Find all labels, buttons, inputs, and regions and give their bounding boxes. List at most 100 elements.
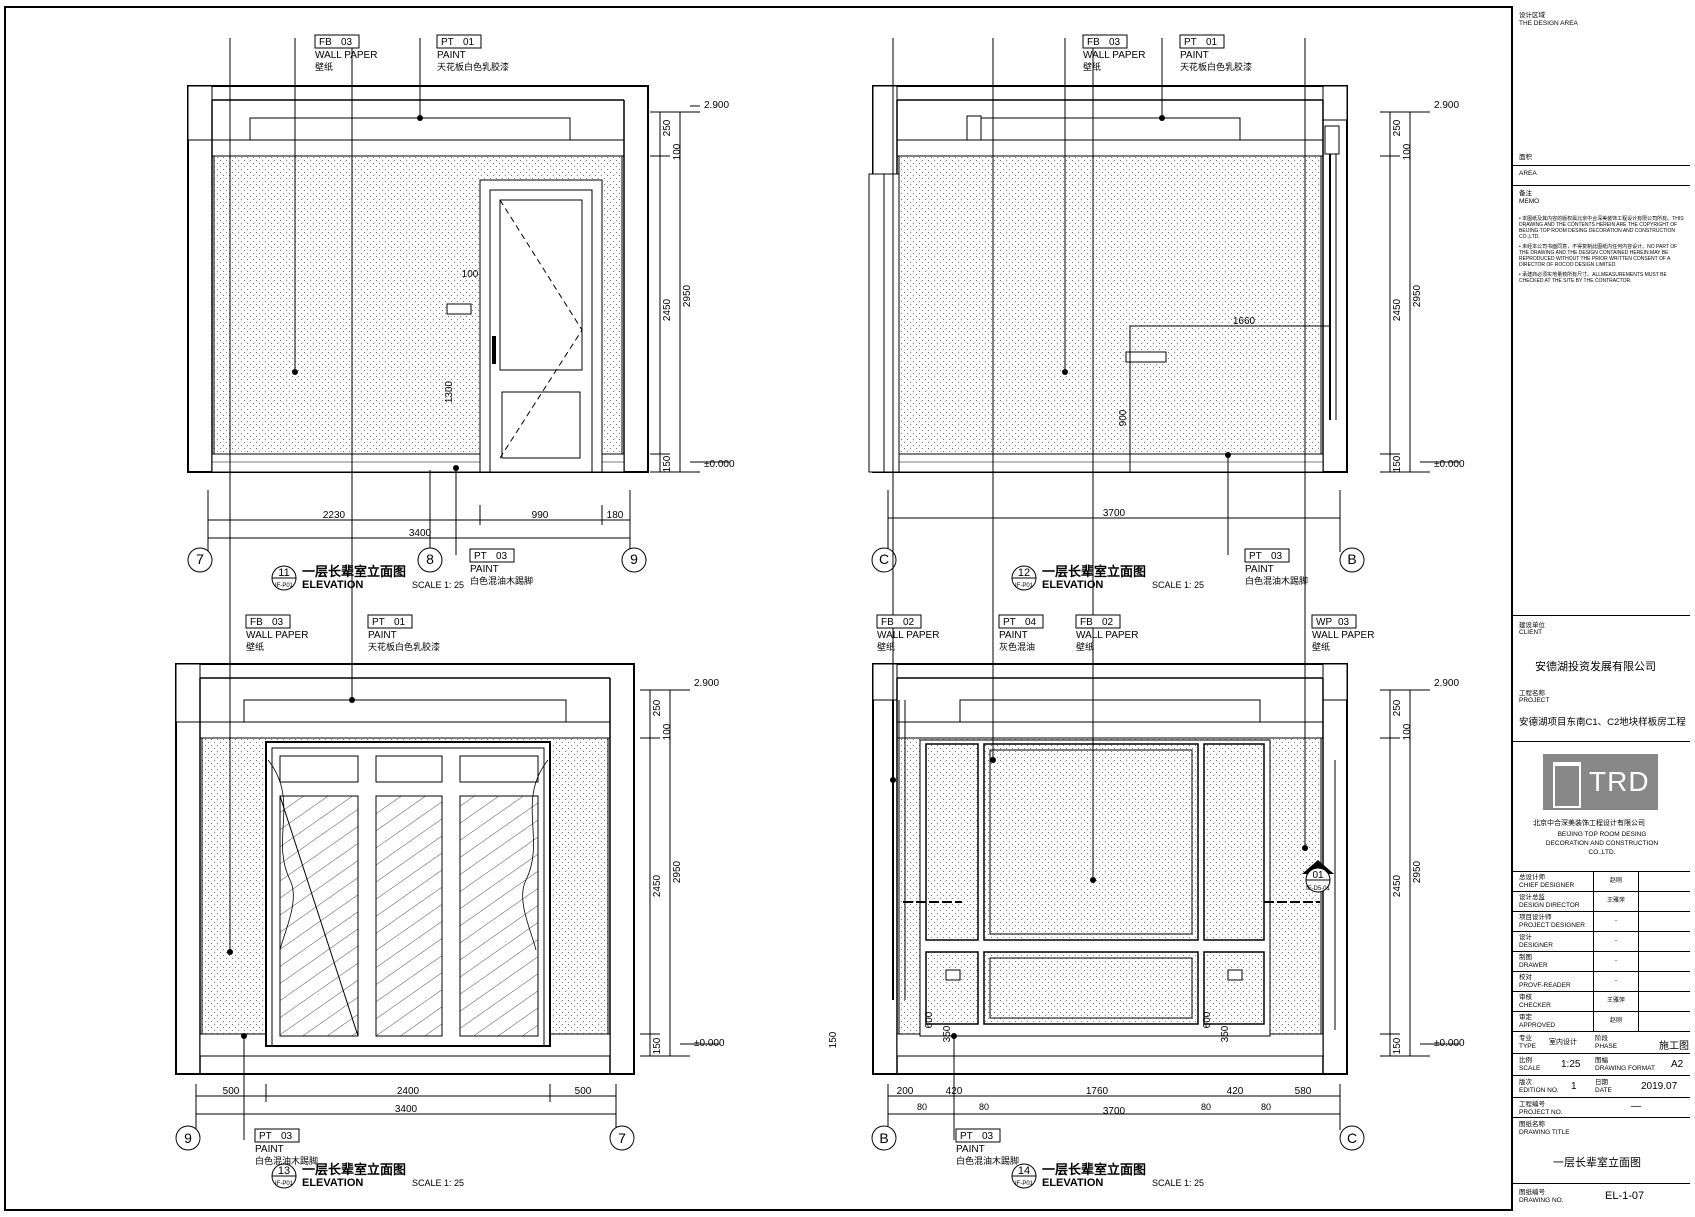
material-tag-number: 03 bbox=[281, 1131, 293, 1142]
dimension-label: 2400 bbox=[397, 1086, 420, 1097]
material-tag-box bbox=[314, 34, 360, 49]
grid-axis-label: 9 bbox=[630, 551, 638, 567]
grid-axis-label: 8 bbox=[426, 551, 434, 567]
view-scale: SCALE 1: 25 bbox=[1152, 580, 1204, 590]
grid-axis-label: B bbox=[1347, 551, 1356, 567]
dimension-label: 500 bbox=[575, 1086, 592, 1097]
material-tag-number: 01 bbox=[1206, 37, 1218, 48]
grid-axis-label: 7 bbox=[618, 1130, 626, 1146]
view-title: 一层长辈室立面图 bbox=[302, 564, 406, 579]
memo-label-en: MEMO bbox=[1519, 198, 1540, 205]
detail-callout-ref: IF-D5-01 bbox=[1306, 886, 1330, 892]
role-label: 总设计师 bbox=[1519, 874, 1545, 881]
view-number: 13 bbox=[278, 1165, 290, 1177]
view-title-en: ELEVATION bbox=[302, 1177, 363, 1189]
edition-label-en: EDITION NO. bbox=[1519, 1087, 1559, 1094]
material-tag-box bbox=[1179, 34, 1225, 49]
edition-date-row: 版次 EDITION NO. 1 日期 DATE 2019.07 bbox=[1513, 1076, 1690, 1098]
dimension-label: 200 bbox=[897, 1086, 914, 1097]
role-signature: - bbox=[1593, 972, 1639, 991]
dimension-label: 500 bbox=[223, 1086, 240, 1097]
role-signature: - bbox=[1593, 932, 1639, 951]
view-title-en: ELEVATION bbox=[1042, 579, 1103, 591]
format-label-en: DRAWING FORMAT bbox=[1595, 1065, 1655, 1072]
material-tag-desc: 天花板白色乳胶漆 bbox=[437, 61, 509, 72]
grid-axis-label: 9 bbox=[184, 1130, 192, 1146]
dimension-label: 1760 bbox=[1086, 1086, 1109, 1097]
material-tag-desc: 白色混油木踢脚 bbox=[255, 1155, 318, 1166]
level-mark: 2.900 bbox=[1434, 100, 1459, 111]
grid-axis-label: B bbox=[879, 1130, 888, 1146]
dimension-label: 900 bbox=[1118, 409, 1129, 426]
trd-logo: TRD bbox=[1543, 754, 1658, 810]
company-name-cn: 北京中合深美装饰工程设计有限公司 bbox=[1533, 820, 1645, 827]
dimension-label: 100 bbox=[462, 269, 479, 280]
dimension-label: 580 bbox=[1295, 1086, 1312, 1097]
material-tag-code: FB bbox=[881, 617, 894, 628]
material-tag-code: FB bbox=[1080, 617, 1093, 628]
drawing-no-value: EL-1-07 bbox=[1605, 1190, 1645, 1202]
material-tag-box bbox=[436, 34, 482, 49]
dimension-label: 2450 bbox=[652, 874, 663, 897]
material-tag-code: PT bbox=[1184, 37, 1197, 48]
view-reference: IF-P01 bbox=[275, 583, 294, 589]
material-tag-name: PAINT bbox=[1245, 564, 1274, 575]
scale-label-en: SCALE bbox=[1519, 1065, 1541, 1072]
role-label-en: CHECKER bbox=[1519, 1002, 1551, 1009]
elevation-11 bbox=[187, 38, 730, 573]
view-reference: IF-P01 bbox=[275, 1181, 294, 1187]
material-tag-box bbox=[1311, 614, 1357, 629]
material-tag-box bbox=[254, 1128, 300, 1143]
material-tag-number: 03 bbox=[1109, 37, 1121, 48]
view-title: 一层长辈室立面图 bbox=[1042, 564, 1146, 579]
dimension-label: 150 bbox=[1392, 455, 1403, 472]
material-tag-number: 01 bbox=[463, 37, 475, 48]
material-tag-number: 03 bbox=[1271, 551, 1283, 562]
dimension-label: 250 bbox=[662, 119, 673, 136]
material-tag-desc: 壁纸 bbox=[315, 61, 333, 72]
dimension-label: 1660 bbox=[1233, 316, 1256, 327]
dimension-label: 150 bbox=[1392, 1037, 1403, 1054]
project-no-label: 工程编号 bbox=[1519, 1101, 1545, 1108]
project-label: 工程名称 bbox=[1519, 690, 1545, 697]
material-tag-code: PT bbox=[259, 1131, 272, 1142]
material-tag-code: PT bbox=[960, 1131, 973, 1142]
material-tag-box bbox=[1075, 614, 1121, 629]
memo-notes: • 本图纸及其内容的版权属北京中合深美装饰工程设计有限公司所有。THIS DRA… bbox=[1519, 216, 1687, 288]
role-label-en: DRAWER bbox=[1519, 962, 1548, 969]
view-number: 14 bbox=[1018, 1165, 1030, 1177]
material-tag-name: PAINT bbox=[1180, 50, 1209, 61]
material-tag-code: FB bbox=[319, 37, 332, 48]
memo-line: • 本图纸及其内容的版权属北京中合深美装饰工程设计有限公司所有。THIS DRA… bbox=[1519, 216, 1684, 240]
drawing-title-value: 一层长辈室立面图 bbox=[1553, 1157, 1641, 1169]
level-mark: 2.900 bbox=[694, 678, 719, 689]
role-signature: 王雅萍 bbox=[1593, 892, 1639, 911]
scale-format-row: 比例 SCALE 1:25 图幅 DRAWING FORMAT A2 bbox=[1513, 1054, 1690, 1076]
type-label: 专业 bbox=[1519, 1035, 1532, 1042]
dimension-label: 80 bbox=[979, 1102, 989, 1112]
material-tag-name: PAINT bbox=[437, 50, 466, 61]
material-tag-name: WALL PAPER bbox=[246, 630, 308, 641]
logo-text: TRD bbox=[1589, 766, 1650, 797]
material-tag-desc: 壁纸 bbox=[1083, 61, 1101, 72]
drawing-title-label-en: DRAWING TITLE bbox=[1519, 1129, 1570, 1136]
material-tag-code: FB bbox=[250, 617, 263, 628]
role-label-en: APPROVED bbox=[1519, 1022, 1556, 1029]
material-tag-desc: 天花板白色乳胶漆 bbox=[1180, 61, 1252, 72]
material-tag-number: 01 bbox=[394, 617, 406, 628]
dimension-label: 180 bbox=[607, 510, 624, 521]
dimension-label: 3700 bbox=[1103, 1106, 1126, 1117]
phase-label-en: PHASE bbox=[1595, 1043, 1618, 1050]
material-tag-name: WALL PAPER bbox=[1083, 50, 1145, 61]
material-tag-code: PT bbox=[441, 37, 454, 48]
level-mark: ±0.000 bbox=[1434, 459, 1465, 470]
role-label: 设计 bbox=[1519, 934, 1532, 941]
dimension-label: 350 bbox=[1220, 1025, 1231, 1042]
client-label-en: CLIENT bbox=[1519, 629, 1543, 636]
client-name: 安德湖投资发展有限公司 bbox=[1535, 661, 1656, 673]
material-tag-desc: 壁纸 bbox=[1312, 641, 1330, 652]
project-label-en: PROJECT bbox=[1519, 697, 1550, 704]
